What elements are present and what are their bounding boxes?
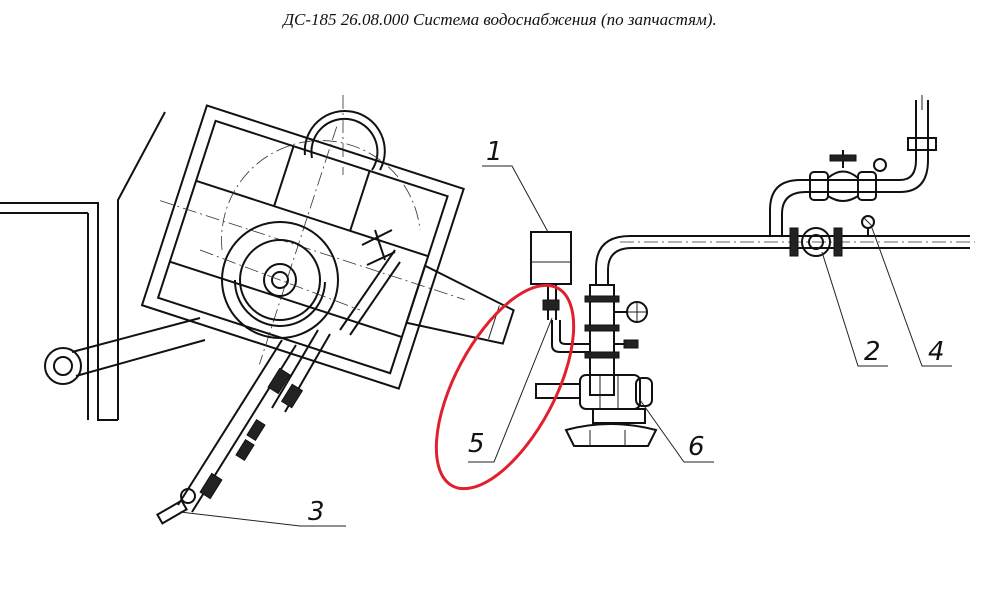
callout-1: 1 (482, 137, 549, 233)
callout-3-label: 3 (308, 497, 325, 527)
roller-wheel (44, 317, 206, 385)
tank-assembly (140, 104, 515, 390)
drawing-title: ДС-185 26.08.000 Система водоснабжения (… (283, 10, 717, 29)
callout-2: 2 (821, 251, 888, 367)
callout-4-label: 4 (928, 337, 945, 367)
callout-5-label: 5 (468, 429, 485, 459)
callout-4: 4 (871, 227, 952, 367)
support-frame (0, 111, 166, 421)
bypass-loop (769, 95, 937, 236)
callout-1-label: 1 (486, 137, 503, 167)
inner-bracket (339, 229, 401, 336)
motor-unit (535, 374, 658, 447)
pump-column (530, 231, 780, 396)
callout-3: 3 (179, 497, 346, 527)
callout-6-label: 6 (688, 432, 705, 462)
callout-6: 6 (639, 399, 714, 463)
drain-hose (156, 329, 331, 525)
callout-5: 5 (468, 317, 553, 463)
callout-2-label: 2 (864, 337, 881, 367)
impeller (199, 140, 421, 339)
tank-hatch (303, 95, 386, 175)
highlight-ellipse (434, 283, 576, 491)
